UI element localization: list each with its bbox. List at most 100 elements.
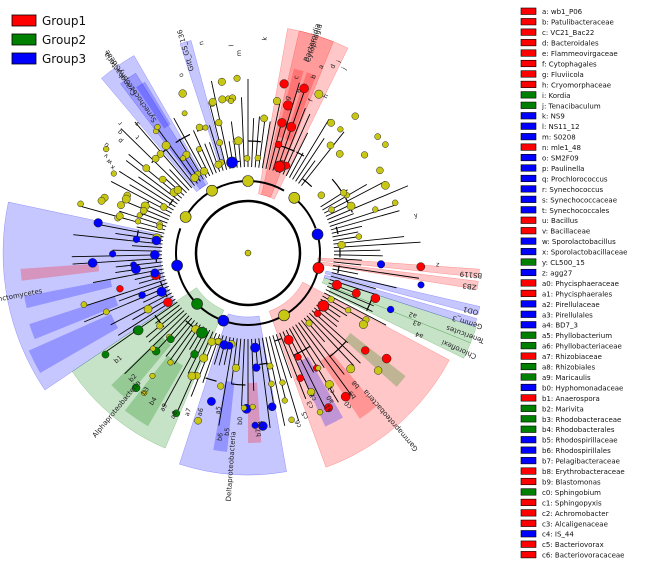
subclade-band [24, 279, 113, 309]
taxa-legend-swatch [520, 498, 537, 506]
tree-branch [329, 204, 397, 227]
tree-node [234, 136, 243, 146]
clade-letter-label: i [335, 59, 343, 64]
clade-letter-label: b6 [216, 432, 225, 441]
tree-node-major [242, 175, 254, 187]
tree-node [133, 325, 144, 336]
tree-node [377, 260, 386, 269]
group-legend-swatch [11, 14, 37, 27]
tree-node [337, 240, 346, 249]
tree-node [243, 155, 251, 162]
tree-branch [265, 103, 281, 169]
tree-node [139, 206, 148, 215]
tree-node [141, 389, 148, 397]
taxa-legend-entry: d: Bacteroidales [542, 40, 599, 48]
clade-letter-label: a5 [214, 406, 223, 415]
tree-node-major [317, 299, 330, 312]
clade-letter-label: z [435, 261, 439, 269]
taxa-legend-swatch [520, 394, 537, 402]
clade-letter-label: p [116, 136, 124, 145]
clade-letter-label: d [328, 63, 337, 70]
tree-node-major [273, 160, 286, 173]
tree-branch [84, 285, 169, 323]
taxa-legend-entry: h: Cryomorphaceae [542, 81, 611, 89]
tree-branch [295, 138, 325, 182]
tree-node [160, 203, 168, 211]
taxa-legend-swatch [520, 133, 537, 141]
tree-node [305, 319, 313, 327]
taxa-legend-swatch [520, 143, 537, 151]
tree-branch-arc [154, 314, 165, 328]
tree-node [417, 281, 425, 289]
tree-branch-arc [168, 198, 174, 206]
clade-letter-label: a [317, 63, 326, 70]
tree-node-major [171, 259, 183, 272]
tree-node [345, 307, 352, 314]
tree-branch [106, 301, 178, 352]
tree-node [134, 218, 142, 225]
taxa-legend-entry: l: NS11_12 [542, 123, 580, 131]
tree-branch [187, 329, 211, 374]
tree-branch [333, 249, 381, 252]
clade-letter-label: a8 [168, 409, 179, 420]
tree-branch [333, 261, 362, 266]
taxa-legend-swatch [520, 237, 537, 245]
clade-sector [71, 287, 225, 449]
taxa-legend-entry: b3: Rhodobacteraceae [542, 416, 621, 424]
tree-node [97, 196, 106, 205]
tree-node [335, 150, 344, 158]
tree-branch [331, 225, 362, 234]
tree-node [282, 100, 294, 111]
taxa-legend-entry: a9: Maricaulis [542, 374, 591, 382]
clade-letter-label: v [102, 152, 110, 161]
clade-letter-label: x [109, 163, 117, 172]
tree-node [281, 397, 288, 404]
tree-node-major [288, 192, 301, 204]
clade-letter-label: l [227, 44, 235, 47]
clade-sector [261, 30, 334, 198]
tree-node [250, 342, 261, 353]
tree-node [272, 97, 282, 106]
tree-node [181, 110, 188, 117]
tree-branch-arc [205, 377, 217, 382]
taxa-legend-entry: a1: Phycisphaerales [542, 290, 612, 298]
clade-letter-label: b [309, 73, 318, 80]
tree-branch-arc [331, 178, 342, 192]
tree-node [288, 416, 295, 423]
subclade-band [29, 296, 119, 340]
tree-node-major [191, 298, 203, 310]
taxa-legend-entry: n: mle1_48 [542, 144, 581, 152]
tree-node [116, 285, 124, 293]
tree-node [207, 397, 216, 406]
tree-node [138, 291, 146, 299]
clade-sector [268, 281, 450, 468]
tree-node [416, 262, 426, 272]
subclade-band [136, 81, 171, 129]
taxa-legend-entry: b: Patulibacteraceae [542, 19, 614, 27]
tree-node [279, 379, 286, 386]
tree-branch [327, 285, 374, 307]
tree-branch [163, 328, 207, 407]
taxa-legend-swatch [520, 519, 537, 527]
tree-branch-arc [337, 265, 340, 274]
tree-branch-arc [231, 383, 246, 386]
subclade-band [124, 355, 183, 427]
tree-node [299, 83, 309, 94]
tree-branch [237, 338, 242, 368]
tree-node [121, 194, 131, 204]
tree-branch-arc [184, 180, 285, 218]
tree-branch [292, 326, 339, 403]
taxa-legend-entry: b4: Rhodobacterales [542, 426, 615, 434]
taxa-legend-swatch [520, 216, 537, 224]
taxa-legend-swatch [520, 321, 537, 329]
tree-node [178, 89, 187, 98]
tree-node [327, 295, 335, 303]
tree-node [325, 380, 334, 389]
tree-node [156, 322, 164, 330]
taxa-legend-swatch [520, 551, 537, 559]
tree-branch [165, 320, 195, 357]
taxa-legend-swatch [520, 268, 537, 277]
tree-branch-arc [175, 133, 191, 144]
